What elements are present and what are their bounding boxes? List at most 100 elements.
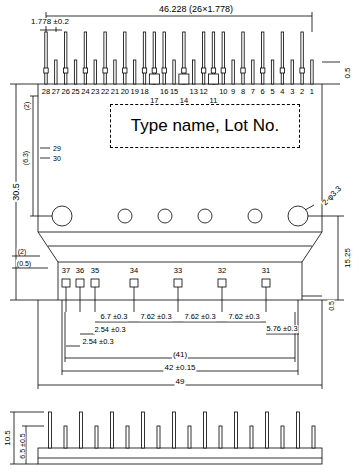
- dimension-label: 15.25: [344, 247, 352, 269]
- dimension-label: 8: [240, 88, 246, 96]
- dimension-label: (0.5): [16, 260, 32, 267]
- dimension-label: 37: [61, 267, 71, 275]
- dimension-label: 36: [75, 267, 85, 275]
- side-pin: [64, 426, 67, 448]
- pin-shoulder: [182, 68, 186, 73]
- pin-shoulder: [123, 68, 127, 73]
- pin-lead: [65, 32, 67, 84]
- pin-lead: [124, 32, 126, 84]
- pin-lead: [163, 32, 165, 84]
- pin-lead: [45, 32, 47, 84]
- side-pin: [250, 426, 253, 448]
- dimension-label: 15: [169, 88, 179, 96]
- dimension-label: 6.5 ±0.5: [19, 432, 26, 459]
- dimension-label: 30.5: [12, 182, 21, 202]
- dimension-label: 22: [100, 88, 110, 96]
- dimension-label: 26: [61, 88, 71, 96]
- pin-lead: [143, 32, 145, 84]
- dimension-label: 10.5: [4, 429, 12, 447]
- pin-lead: [202, 32, 204, 84]
- dimension-label: 1: [309, 88, 315, 96]
- pin-lead: [84, 32, 86, 84]
- pin-shoulder: [83, 68, 87, 73]
- dimension-label: 2: [299, 88, 305, 96]
- pin-lead: [104, 32, 106, 84]
- dimension-label: 7: [250, 88, 256, 96]
- pin-lead: [173, 60, 175, 84]
- marking-text: Type name, Lot No.: [131, 117, 279, 136]
- dimension-label: 2-φ3.3: [320, 184, 344, 208]
- dimension-label: 33: [173, 267, 183, 275]
- dimension-label: 9: [230, 88, 236, 96]
- pin-lead: [55, 60, 57, 84]
- dimension-label: (2): [17, 248, 28, 255]
- dimension-label: 32: [217, 267, 227, 275]
- pin-pad: [91, 279, 99, 287]
- dimension-label: 25: [70, 88, 80, 96]
- dimension-label: 18: [139, 88, 149, 96]
- dimension-label: 3: [289, 88, 295, 96]
- dimension-label: 6.7 ±0.3: [99, 313, 128, 321]
- pin-shoulder: [103, 68, 107, 73]
- pin-lead: [291, 60, 293, 84]
- pin-lead: [281, 32, 283, 84]
- dimension-label: 0.5: [344, 66, 352, 79]
- dimension-label: 34: [129, 267, 139, 275]
- dimension-label: 23: [90, 88, 100, 96]
- pin-lead: [242, 32, 244, 84]
- side-pin: [219, 426, 222, 448]
- dimension-label: (6.3): [22, 150, 29, 166]
- pin-tab: [179, 74, 189, 84]
- dimension-label: 6: [260, 88, 266, 96]
- pin-lead: [114, 60, 116, 84]
- pin-lead: [222, 287, 223, 312]
- pin-lead: [232, 60, 234, 84]
- dimension-label: 12: [198, 88, 208, 96]
- side-pin: [111, 412, 114, 448]
- side-pin: [49, 412, 52, 448]
- side-pin: [297, 412, 300, 448]
- dimension-label: 49: [175, 378, 186, 386]
- dimension-label: 5.76 ±0.3: [265, 325, 298, 333]
- pin-lead: [222, 32, 224, 84]
- pin-pad: [174, 279, 182, 287]
- dimension-label: 4: [279, 88, 285, 96]
- pin-shoulder: [64, 68, 68, 73]
- side-pin: [80, 412, 83, 448]
- dimension-label: 0.5: [328, 300, 335, 312]
- dimension-label: 7.62 ±0.3: [139, 313, 172, 321]
- pin-lead: [74, 60, 76, 84]
- side-pin: [235, 412, 238, 448]
- dimension-label: 7.62 ±0.3: [227, 313, 260, 321]
- pin-shoulder: [211, 68, 215, 73]
- side-pin: [142, 412, 145, 448]
- pin-pad: [262, 279, 270, 287]
- dimension-label: 35: [90, 267, 100, 275]
- dimension-label: 21: [110, 88, 120, 96]
- dimension-label: 42 ±0.15: [163, 364, 196, 372]
- pin-lead: [193, 60, 195, 84]
- dimension-label: 20: [120, 88, 130, 96]
- dimension-label: 16: [159, 88, 169, 96]
- dimension-label: (2): [23, 101, 30, 112]
- pin-lead: [311, 60, 313, 84]
- pin-shoulder: [44, 68, 48, 73]
- pin-pad: [62, 279, 70, 287]
- dimension-label: 24: [80, 88, 90, 96]
- dimension-label: 10: [218, 88, 228, 96]
- dimension-label: 7.62 ±0.3: [183, 313, 216, 321]
- pin-shoulder: [300, 68, 304, 73]
- pin-lead: [134, 287, 135, 312]
- dimension-label: 2.54 ±0.3: [81, 338, 114, 346]
- dimension-label: 2.54 ±0.3: [93, 326, 126, 334]
- pin-lead: [252, 60, 254, 84]
- dimension-label: 27: [51, 88, 61, 96]
- dimension-label: 29: [52, 145, 62, 152]
- side-pin: [281, 426, 284, 448]
- pin-shoulder: [152, 68, 156, 73]
- pin-lead: [133, 60, 135, 84]
- pin-pad: [76, 279, 84, 287]
- dimension-label: 46.228 (26×1.778): [158, 5, 234, 14]
- pin-shoulder: [201, 68, 205, 73]
